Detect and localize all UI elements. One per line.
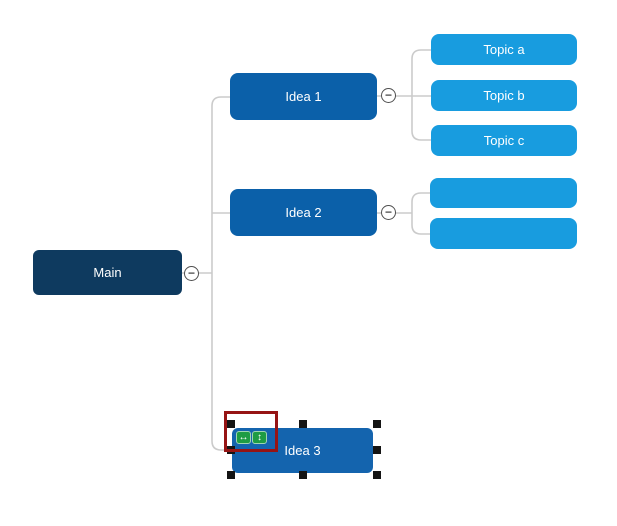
node-main[interactable]: Main (33, 250, 182, 295)
move-horizontal-icon: ↔ (238, 431, 249, 443)
move-vertical-icon: ↕ (257, 431, 262, 443)
node-idea1[interactable]: Idea 1 (230, 73, 377, 120)
node-idea2[interactable]: Idea 2 (230, 189, 377, 236)
move-horizontal-button[interactable]: ↔ (236, 431, 251, 444)
node-idea3-label: Idea 3 (284, 443, 321, 458)
node-topic-c[interactable]: Topic c (431, 125, 577, 156)
selection-handle-top-left[interactable] (227, 420, 235, 428)
collapse-button-idea1[interactable]: − (381, 88, 396, 103)
collapse-button-main[interactable]: − (184, 266, 199, 281)
selection-handle-mid-right[interactable] (373, 446, 381, 454)
node-topic-b-label: Topic b (483, 88, 525, 103)
node-topic-c-label: Topic c (483, 133, 525, 148)
connector-trunk-idea1-idea3 (211, 96, 232, 451)
selection-handle-bottom-center[interactable] (299, 471, 307, 479)
selection-handle-top-right[interactable] (373, 420, 381, 428)
move-vertical-button[interactable]: ↕ (252, 431, 267, 444)
node-topic-a[interactable]: Topic a (431, 34, 577, 65)
selection-handle-top-center[interactable] (299, 420, 307, 428)
node-subtopic-2[interactable] (430, 218, 577, 249)
node-idea2-label: Idea 2 (285, 205, 322, 220)
collapse-button-idea2[interactable]: − (381, 205, 396, 220)
node-idea1-label: Idea 1 (285, 89, 322, 104)
selection-handle-bottom-left[interactable] (227, 471, 235, 479)
minus-icon: − (384, 205, 392, 219)
node-main-label: Main (93, 265, 122, 280)
connector-idea2-subtopics (411, 192, 430, 235)
selection-handle-bottom-right[interactable] (373, 471, 381, 479)
node-topic-a-label: Topic a (483, 42, 525, 57)
selection-handle-mid-left[interactable] (227, 446, 235, 454)
minus-icon: − (187, 266, 195, 280)
minus-icon: − (384, 88, 392, 102)
node-topic-b[interactable]: Topic b (431, 80, 577, 111)
connector-idea1-topics-ac (411, 49, 431, 141)
node-subtopic-1[interactable] (430, 178, 577, 208)
node-idea3[interactable]: Idea 3 (232, 428, 373, 473)
